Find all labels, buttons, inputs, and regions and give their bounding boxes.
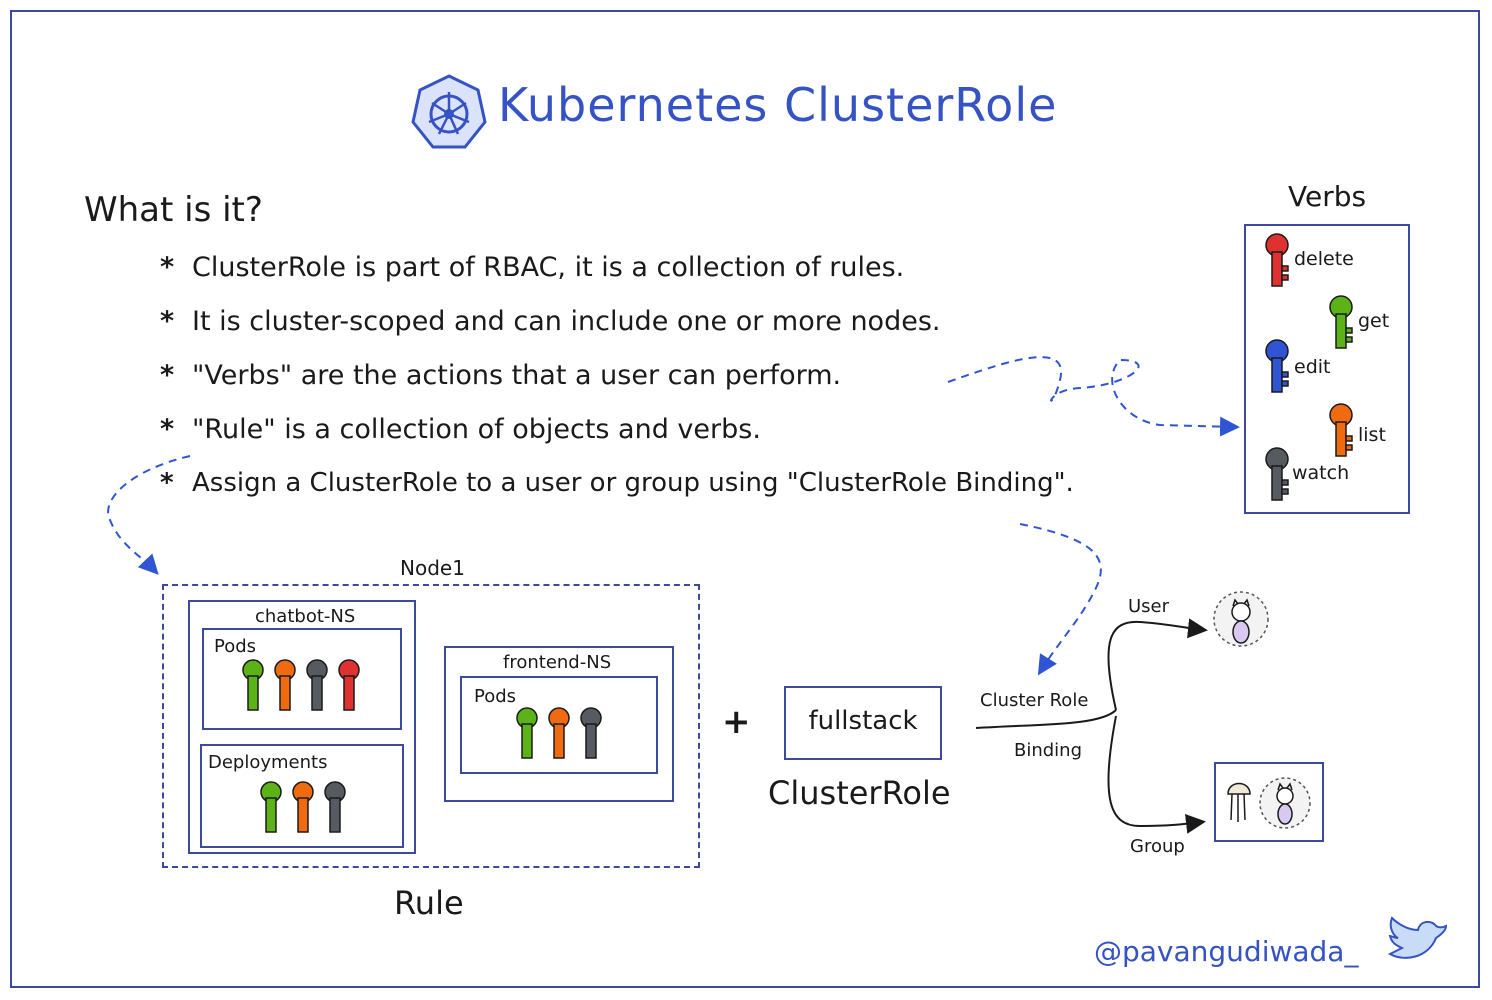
arrow-to-verbs	[947, 356, 1240, 437]
section-heading: What is it?	[84, 190, 263, 230]
verb-label: edit	[1294, 356, 1331, 378]
verb-label: list	[1358, 424, 1386, 446]
clusterrole-box	[784, 686, 942, 760]
chatbot-ns-box	[188, 600, 416, 854]
page-title: Kubernetes ClusterRole	[498, 78, 1058, 132]
twitter-bird-icon	[1387, 916, 1448, 959]
arrow-to-binding	[1019, 523, 1102, 676]
bullet-item: *It is cluster-scoped and can include on…	[160, 306, 941, 337]
verb-label: get	[1358, 310, 1390, 332]
key-get-icon	[1329, 295, 1353, 349]
deployments-label: Deployments	[208, 752, 328, 773]
user-label: User	[1128, 596, 1170, 617]
deployments-box	[200, 744, 404, 848]
key-watch-icon	[1265, 447, 1289, 501]
rule-caption: Rule	[394, 884, 464, 922]
pods-box	[202, 628, 402, 730]
node-box	[162, 584, 700, 868]
pods-box	[460, 676, 658, 774]
pods-label: Pods	[214, 636, 257, 657]
verbs-title: Verbs	[1288, 180, 1367, 213]
frontend-ns-box	[444, 646, 674, 802]
binding-label-line2: Binding	[1014, 740, 1083, 761]
deployments-keys-icon	[260, 781, 346, 833]
frontend-pods-keys-icon	[516, 707, 602, 759]
key-list-icon	[1329, 403, 1353, 457]
namespace-label: chatbot-NS	[255, 606, 356, 627]
key-edit-icon	[1265, 339, 1289, 393]
arrow-to-user	[1107, 618, 1208, 711]
bullet-item: *"Rule" is a collection of objects and v…	[160, 414, 761, 445]
user-avatar-icon	[1213, 591, 1269, 647]
jellyfish-avatar-icon	[1227, 782, 1251, 822]
node-label: Node1	[400, 556, 465, 580]
bullet-item: *ClusterRole is part of RBAC, it is a co…	[160, 252, 905, 283]
clusterrole-name: fullstack	[808, 706, 918, 736]
author-handle: @pavangudiwada_	[1094, 935, 1359, 968]
binding-label-line1: Cluster Role	[980, 690, 1089, 711]
arrow-to-group	[1107, 715, 1206, 834]
canvas-frame	[10, 10, 1480, 988]
namespace-label: frontend-NS	[503, 652, 612, 673]
plus-sign: +	[722, 702, 751, 742]
key-delete-icon	[1265, 233, 1289, 287]
binding-line	[975, 709, 1117, 729]
cat-avatar-icon	[1259, 777, 1311, 829]
verb-label: watch	[1292, 462, 1350, 484]
bullet-item: *"Verbs" are the actions that a user can…	[160, 360, 842, 391]
pods-keys-icon	[242, 659, 360, 711]
pods-label: Pods	[474, 686, 517, 707]
group-box	[1214, 762, 1324, 842]
kubernetes-logo-icon	[411, 74, 487, 149]
clusterrole-caption: ClusterRole	[768, 774, 951, 812]
arrow-to-rule	[107, 455, 191, 575]
group-label: Group	[1130, 836, 1185, 857]
verbs-panel	[1244, 224, 1410, 514]
bullet-item: *Assign a ClusterRole to a user or group…	[160, 468, 1074, 498]
verb-label: delete	[1294, 248, 1354, 270]
